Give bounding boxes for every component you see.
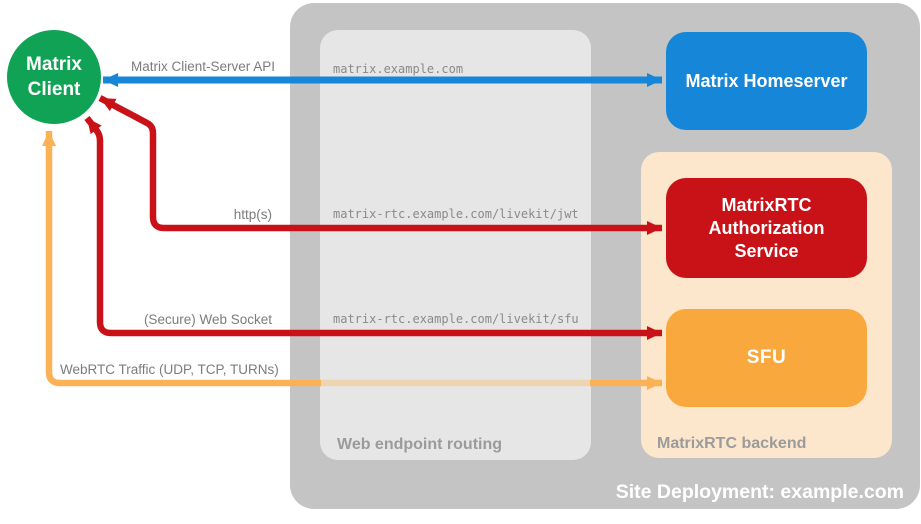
site-deployment-label: Site Deployment: example.com [615,481,904,503]
web-endpoint-routing-panel: Web endpoint routing [320,30,591,460]
https-arrow-label: http(s) [233,207,272,222]
arrow-webrtc-segment-left [42,131,321,387]
sfu-node: SFU [666,309,867,407]
sfu-label: SFU [746,347,787,368]
url-livekit-jwt: matrix-rtc.example.com/livekit/jwt [333,207,579,221]
matrixrtc-backend-label: MatrixRTC backend [657,435,807,452]
websocket-arrow-label: (Secure) Web Socket [143,312,272,327]
web-endpoint-routing-label: Web endpoint routing [337,436,503,453]
matrixrtc-authorization-service-label: MatrixRTC Authorization Service [708,194,825,261]
matrix-homeserver-label: Matrix Homeserver [685,70,848,91]
matrixrtc-authorization-service-node: MatrixRTC Authorization Service [666,178,867,278]
api-arrow-label: Matrix Client-Server API [130,59,276,74]
matrix-client-label-line1: Matrix [26,54,82,75]
webrtc-arrow-label: WebRTC Traffic (UDP, TCP, TURNs) [60,362,279,377]
url-matrix-homeserver: matrix.example.com [333,62,464,76]
matrix-homeserver-node: Matrix Homeserver [666,32,867,130]
matrix-client-node: Matrix Client [7,30,101,124]
url-livekit-sfu: matrix-rtc.example.com/livekit/sfu [333,312,579,326]
matrix-client-label-line2: Client [27,79,81,100]
